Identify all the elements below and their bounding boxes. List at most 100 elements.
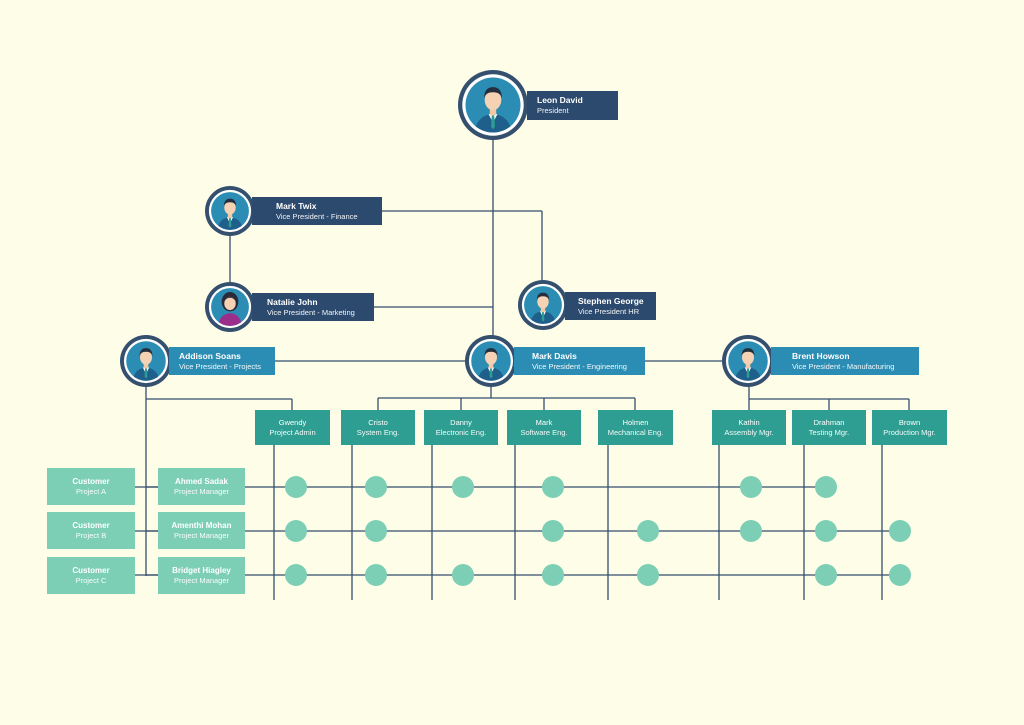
mark-davis-name: Mark Davis bbox=[532, 350, 577, 361]
dept-box-mark[interactable]: Mark Software Eng. bbox=[507, 410, 581, 445]
brent-howson-name: Brent Howson bbox=[792, 350, 850, 361]
avatar-hair bbox=[536, 292, 550, 301]
manager-box-project-b[interactable]: Amenthi Mohan Project Manager bbox=[158, 512, 245, 549]
man-avatar-icon bbox=[725, 338, 771, 384]
customer-box-project-c[interactable]: Customer Project C bbox=[47, 557, 135, 594]
assignment-dot bbox=[285, 520, 307, 542]
dept-title: Mechanical Eng. bbox=[607, 428, 664, 437]
avatar-tie bbox=[228, 218, 232, 228]
dept-title: Electronic Eng. bbox=[435, 428, 487, 437]
dept-name: Mark bbox=[535, 418, 553, 427]
manager-box-project-a[interactable]: Ahmed Sadak Project Manager bbox=[158, 468, 245, 505]
woman-avatar-icon bbox=[208, 285, 252, 329]
stephen-george-name: Stephen George bbox=[578, 295, 644, 306]
customer-label: Customer bbox=[72, 521, 110, 530]
manager-name: Amenthi Mohan bbox=[171, 521, 232, 530]
avatar-face bbox=[484, 89, 502, 111]
assignment-dot bbox=[889, 520, 911, 542]
manager-box-project-c[interactable]: Bridget Hiagley Project Manager bbox=[158, 557, 245, 594]
avatar-face bbox=[537, 294, 549, 309]
avatar-face bbox=[742, 349, 754, 365]
mark-davis-avatar[interactable] bbox=[465, 335, 517, 387]
avatar-tie bbox=[746, 368, 750, 379]
project-label: Project C bbox=[75, 576, 107, 585]
mark-twix-avatar[interactable] bbox=[205, 186, 255, 236]
stephen-george-avatar[interactable] bbox=[518, 280, 568, 330]
customer-label: Customer bbox=[72, 566, 110, 575]
mark-davis-title: Vice President - Engineering bbox=[532, 361, 627, 371]
dept-name: Drahman bbox=[813, 418, 845, 427]
assignment-dot bbox=[889, 564, 911, 586]
project-label: Project B bbox=[75, 531, 107, 540]
customer-box-project-a[interactable]: Customer Project A bbox=[47, 468, 135, 505]
man-avatar-icon bbox=[462, 74, 524, 136]
dept-box-cristo[interactable]: Cristo System Eng. bbox=[341, 410, 415, 445]
dept-name: Holmen bbox=[622, 418, 649, 427]
dept-title: Testing Mgr. bbox=[808, 428, 850, 437]
avatar-neck bbox=[745, 362, 751, 369]
dept-box-brown[interactable]: Brown Production Mgr. bbox=[872, 410, 947, 445]
addison-soans-avatar[interactable] bbox=[120, 335, 172, 387]
avatar-hair bbox=[223, 198, 237, 207]
manager-title: Project Manager bbox=[173, 487, 230, 496]
assignment-dot bbox=[815, 476, 837, 498]
assignment-dot bbox=[637, 520, 659, 542]
dept-name: Brown bbox=[898, 418, 921, 427]
stephen-george-card[interactable]: Stephen George Vice President HR bbox=[565, 292, 656, 320]
manager-name: Ahmed Sadak bbox=[175, 477, 228, 486]
dept-title: Project Admin bbox=[269, 428, 316, 437]
manager-title: Project Manager bbox=[173, 576, 230, 585]
avatar-neck bbox=[488, 362, 494, 369]
natalie-john-title: Vice President - Marketing bbox=[267, 307, 355, 317]
mark-twix-card[interactable]: Mark Twix Vice President - Finance bbox=[252, 197, 382, 225]
dept-box-drahman[interactable]: Drahman Testing Mgr. bbox=[792, 410, 866, 445]
president-title: President bbox=[537, 106, 569, 115]
addison-soans-name: Addison Soans bbox=[179, 350, 241, 361]
assignment-dot bbox=[542, 564, 564, 586]
president-card[interactable]: Leon David President bbox=[527, 91, 618, 120]
dept-name: Cristo bbox=[368, 418, 388, 427]
mark-davis-card[interactable]: Mark Davis Vice President - Engineering bbox=[514, 347, 645, 375]
assignment-dot bbox=[452, 476, 474, 498]
dept-title: Production Mgr. bbox=[883, 428, 936, 437]
customer-label: Customer bbox=[72, 477, 110, 486]
mark-twix-title: Vice President - Finance bbox=[276, 211, 358, 221]
addison-soans-title: Vice President - Projects bbox=[179, 361, 261, 371]
assignment-dot bbox=[365, 520, 387, 542]
natalie-john-card[interactable]: Natalie John Vice President - Marketing bbox=[252, 293, 374, 321]
project-label: Project A bbox=[75, 487, 106, 496]
mark-twix-name: Mark Twix bbox=[276, 200, 317, 211]
president-name: Leon David bbox=[537, 95, 583, 105]
addison-soans-card[interactable]: Addison Soans Vice President - Projects bbox=[169, 347, 275, 375]
president-avatar[interactable] bbox=[458, 70, 528, 140]
avatar-tie bbox=[491, 115, 495, 130]
avatar-hair bbox=[741, 348, 755, 357]
dept-name: Gwendy bbox=[278, 418, 307, 427]
avatar-hair bbox=[484, 87, 502, 99]
avatar-neck bbox=[540, 306, 546, 313]
dept-box-kathin[interactable]: Kathin Assembly Mgr. bbox=[712, 410, 786, 445]
natalie-john-name: Natalie John bbox=[267, 296, 318, 307]
assignment-dot bbox=[285, 476, 307, 498]
avatar-tie bbox=[144, 368, 148, 379]
dept-name: Kathin bbox=[738, 418, 760, 427]
assignment-dot bbox=[740, 476, 762, 498]
avatar-face bbox=[485, 349, 497, 365]
stephen-george-title: Vice President HR bbox=[578, 306, 640, 316]
avatar-fringe bbox=[224, 296, 236, 301]
man-avatar-icon bbox=[123, 338, 169, 384]
dept-box-danny[interactable]: Danny Electronic Eng. bbox=[424, 410, 498, 445]
avatar-face bbox=[224, 200, 236, 215]
brent-howson-avatar[interactable] bbox=[722, 335, 774, 387]
natalie-john-avatar[interactable] bbox=[205, 282, 255, 332]
assignment-dot bbox=[815, 520, 837, 542]
man-avatar-icon bbox=[468, 338, 514, 384]
dept-box-gwendy[interactable]: Gwendy Project Admin bbox=[255, 410, 330, 445]
dept-box-holmen[interactable]: Holmen Mechanical Eng. bbox=[598, 410, 673, 445]
assignment-dot bbox=[285, 564, 307, 586]
assignment-dot bbox=[637, 564, 659, 586]
brent-howson-card[interactable]: Brent Howson Vice President - Manufactur… bbox=[771, 347, 919, 375]
manager-title: Project Manager bbox=[173, 531, 230, 540]
customer-box-project-b[interactable]: Customer Project B bbox=[47, 512, 135, 549]
man-avatar-icon bbox=[521, 283, 565, 327]
